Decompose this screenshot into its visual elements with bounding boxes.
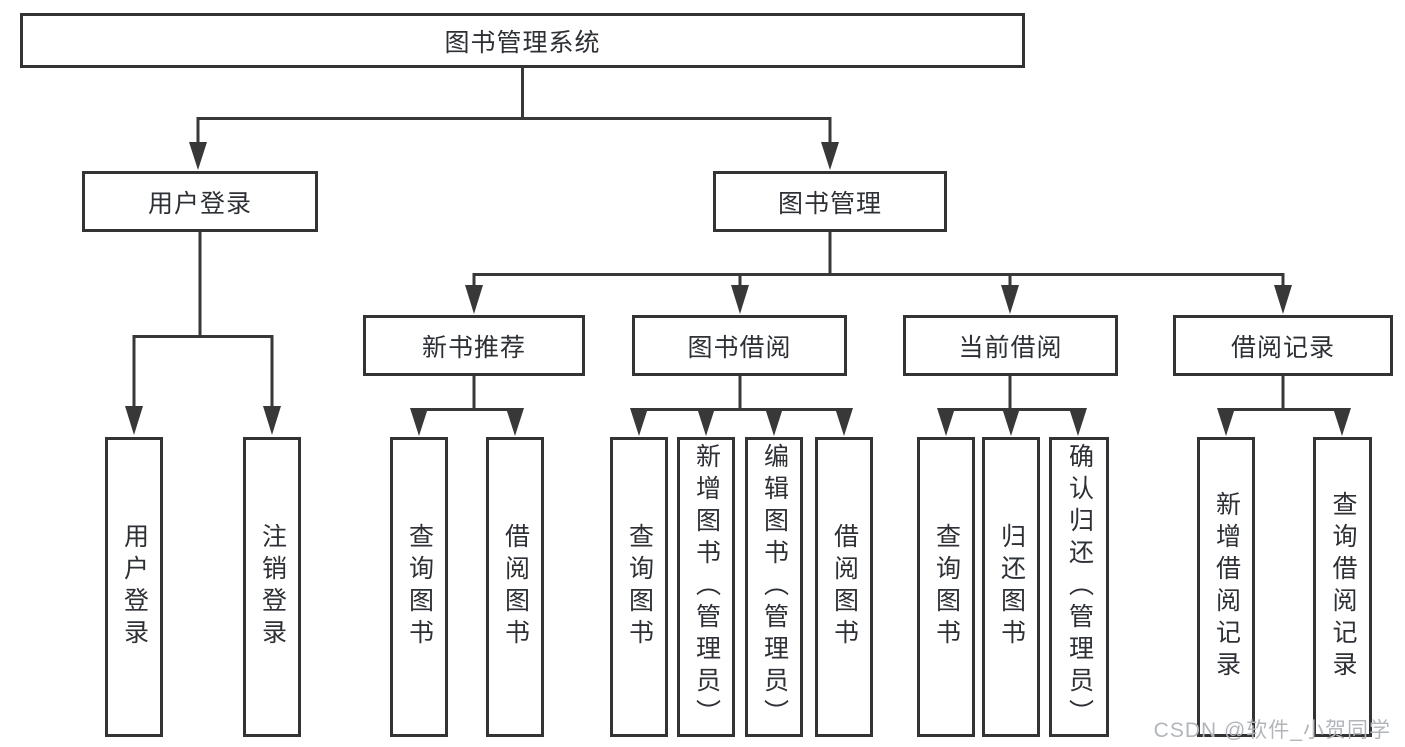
arrowheads-user-login-branch <box>125 406 281 435</box>
leaf-query-borrow-record: 查询借阅记录 <box>1313 437 1372 737</box>
node-root-system: 图书管理系统 <box>20 13 1025 68</box>
arrowheads-current-borrow-branch <box>937 408 1087 436</box>
leaf-add-book-admin-label: 新增图书（管理员） <box>692 443 721 731</box>
node-current-borrow-label: 当前借阅 <box>958 333 1063 362</box>
leaf-query-books-borrow-label: 查询图书 <box>625 523 654 651</box>
node-book-borrow: 图书借阅 <box>632 315 847 376</box>
node-book-management-label: 图书管理 <box>777 189 882 218</box>
node-borrow-records: 借阅记录 <box>1173 315 1393 376</box>
leaf-query-books-borrow: 查询图书 <box>610 437 668 737</box>
node-root-system-label: 图书管理系统 <box>444 28 601 57</box>
leaf-return-book-label: 归还图书 <box>997 523 1026 651</box>
node-user-login-label: 用户登录 <box>147 189 252 218</box>
leaf-query-books-recommend-label: 查询图书 <box>405 523 434 651</box>
node-new-book-recommend-label: 新书推荐 <box>421 333 526 362</box>
leaf-query-books-current-label: 查询图书 <box>932 523 961 651</box>
connector-root-to-level2 <box>196 68 832 144</box>
arrowheads-root-to-level2 <box>189 142 839 170</box>
leaf-logout: 注销登录 <box>243 437 301 737</box>
leaf-borrow-books: 借阅图书 <box>815 437 873 737</box>
node-borrow-records-label: 借阅记录 <box>1230 333 1335 362</box>
node-current-borrow: 当前借阅 <box>903 315 1118 376</box>
connector-book-management-branch <box>472 232 1285 287</box>
arrowheads-book-management-branch <box>465 285 1292 314</box>
leaf-add-book-admin: 新增图书（管理员） <box>677 437 735 737</box>
leaf-query-borrow-record-label: 查询借阅记录 <box>1329 491 1357 683</box>
node-user-login: 用户登录 <box>82 171 318 232</box>
node-new-book-recommend: 新书推荐 <box>363 315 585 376</box>
arrowheads-book-borrow-branch <box>630 408 853 436</box>
connector-new-book-branch <box>419 376 515 411</box>
connector-borrow-records-branch <box>1226 376 1342 411</box>
leaf-edit-book-admin: 编辑图书（管理员） <box>745 437 803 737</box>
leaf-borrow-books-recommend: 借阅图书 <box>486 437 544 737</box>
leaf-confirm-return-admin-label: 确认归还（管理员） <box>1065 443 1094 731</box>
connector-book-borrow-branch <box>639 376 844 411</box>
leaf-confirm-return-admin: 确认归还（管理员） <box>1049 437 1109 737</box>
leaf-logout-label: 注销登录 <box>258 523 287 651</box>
connector-user-login-branch <box>132 232 274 408</box>
leaf-edit-book-admin-label: 编辑图书（管理员） <box>760 443 789 731</box>
csdn-watermark: CSDN @软件_小贺同学 <box>1153 719 1391 742</box>
leaf-return-book: 归还图书 <box>982 437 1040 737</box>
leaf-user-login-label: 用户登录 <box>120 523 149 651</box>
leaf-query-books-recommend: 查询图书 <box>390 437 448 737</box>
leaf-borrow-books-label: 借阅图书 <box>830 523 859 651</box>
node-book-borrow-label: 图书借阅 <box>687 333 792 362</box>
node-book-management: 图书管理 <box>713 171 947 232</box>
leaf-add-borrow-record-label: 新增借阅记录 <box>1212 491 1241 683</box>
leaf-add-borrow-record: 新增借阅记录 <box>1197 437 1255 737</box>
connector-current-borrow-branch <box>946 376 1078 411</box>
leaf-borrow-books-recommend-label: 借阅图书 <box>501 523 530 651</box>
leaf-query-books-current: 查询图书 <box>917 437 975 737</box>
leaf-user-login: 用户登录 <box>105 437 163 737</box>
arrowheads-borrow-records-branch <box>1217 408 1351 436</box>
arrowheads-new-book-branch <box>410 408 524 436</box>
